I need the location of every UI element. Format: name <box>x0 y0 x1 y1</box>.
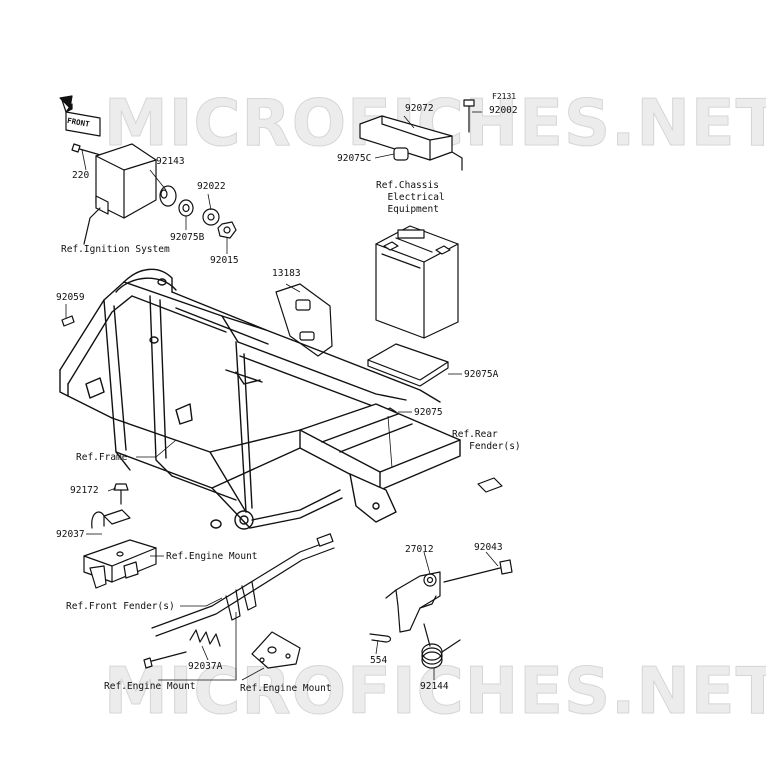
frame <box>59 268 461 530</box>
label-ref-engine-mount-upper: Ref.Engine Mount <box>166 551 258 562</box>
label-ref-ignition-system: Ref.Ignition System <box>61 244 170 255</box>
ignition-mount-hardware <box>159 185 237 239</box>
watermark-bottom: MICROFICHES.NET <box>103 655 766 729</box>
label-ref-frame: Ref.Frame <box>76 452 128 463</box>
label-13183: 13183 <box>272 268 301 279</box>
front-fender-stay <box>151 533 335 637</box>
label-ref-rear-fender: Ref.Rear Fender(s) <box>452 429 521 452</box>
label-220: 220 <box>72 170 90 181</box>
label-92075: 92075 <box>414 407 443 418</box>
label-92075c: 92075C <box>337 153 372 164</box>
label-ref-chassis-electrical: Ref.Chassis Electrical Equipment <box>376 180 445 215</box>
cover-13183 <box>275 283 333 357</box>
brake-pedal <box>385 571 441 633</box>
label-92143: 92143 <box>156 156 185 167</box>
pin-92059 <box>61 315 75 327</box>
figure-code: F2131 <box>492 92 517 101</box>
label-92022: 92022 <box>197 181 226 192</box>
label-ref-engine-mount-lower-left: Ref.Engine Mount <box>104 681 196 692</box>
label-92072: 92072 <box>405 103 434 114</box>
label-92059: 92059 <box>56 292 85 303</box>
rear-fender-pad <box>477 477 503 493</box>
label-92172: 92172 <box>70 485 99 496</box>
ignition-unit <box>71 143 157 219</box>
label-ref-engine-mount-lower-right: Ref.Engine Mount <box>240 683 332 694</box>
label-27012: 27012 <box>405 544 434 555</box>
label-92037: 92037 <box>56 529 85 540</box>
label-92015: 92015 <box>210 255 239 266</box>
spring-92037a <box>189 629 221 647</box>
label-92075b: 92075B <box>170 232 205 243</box>
label-92002: 92002 <box>489 105 518 116</box>
label-ref-front-fender: Ref.Front Fender(s) <box>66 601 175 612</box>
label-92144: 92144 <box>420 681 449 692</box>
label-554: 554 <box>370 655 388 666</box>
front-arrow-icon <box>59 95 101 137</box>
label-92037a: 92037A <box>188 661 223 672</box>
battery <box>375 225 459 339</box>
return-spring-92144 <box>421 623 461 669</box>
leader-lines <box>65 111 499 681</box>
cotter-pin-554 <box>369 633 392 643</box>
label-92075a: 92075A <box>464 369 499 380</box>
label-92043: 92043 <box>474 542 503 553</box>
engine-mount-left <box>83 483 157 589</box>
